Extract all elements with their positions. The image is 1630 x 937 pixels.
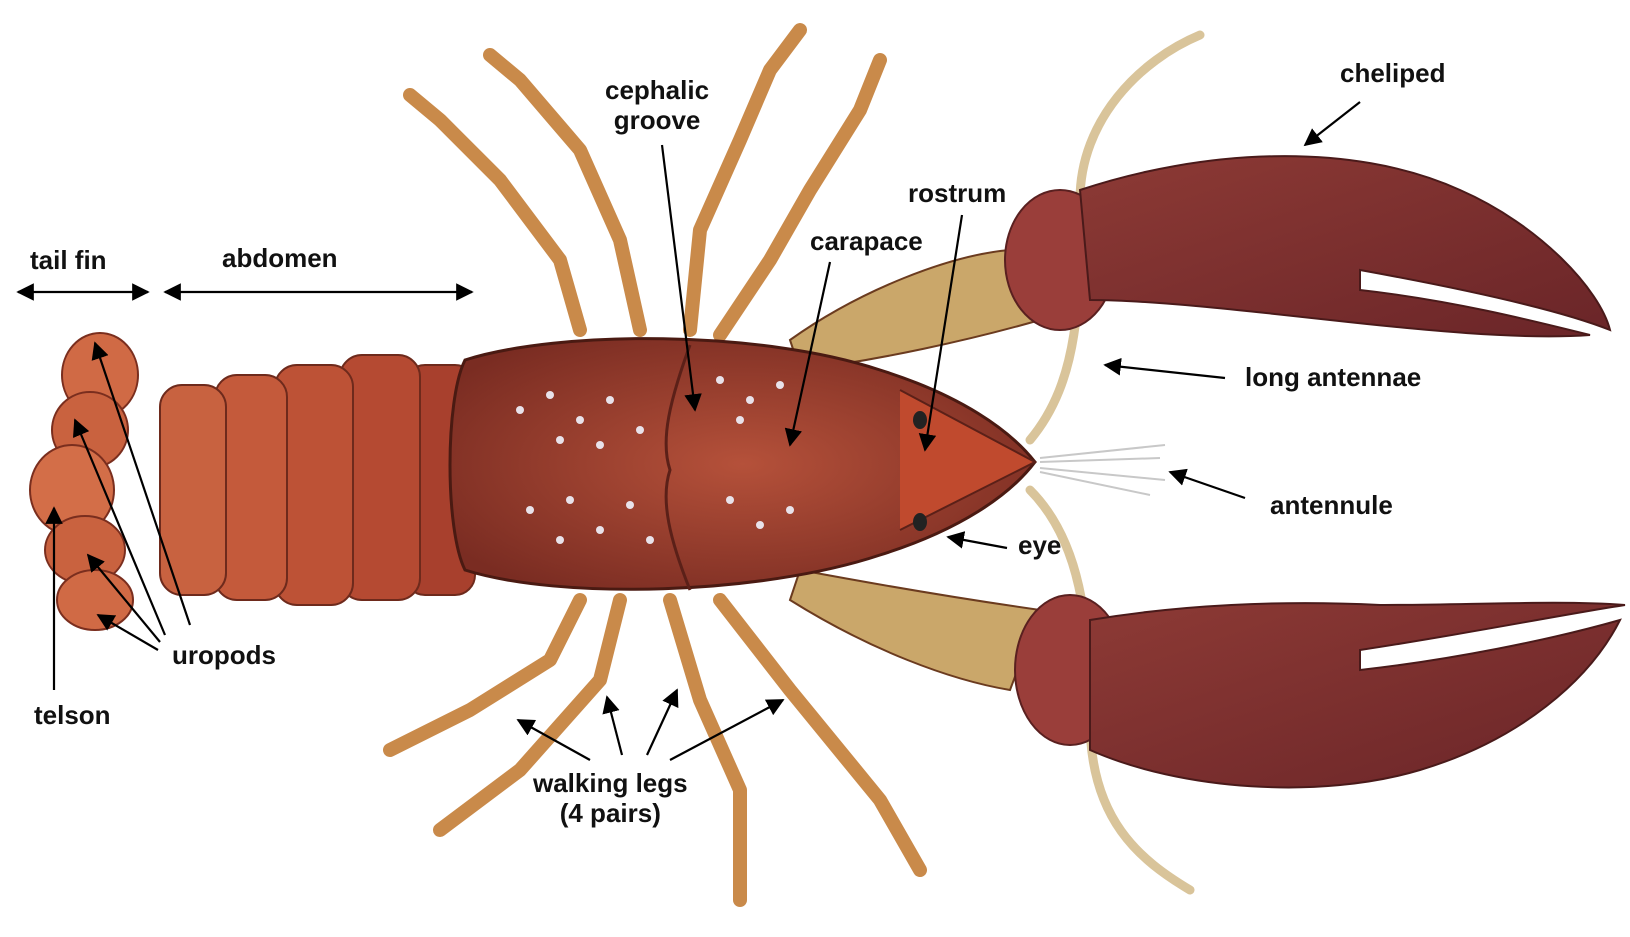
- label-cephalic-groove-line1: cephalic: [605, 75, 709, 105]
- label-walking-legs-line1: walking legs: [533, 768, 688, 798]
- cheliped-lower: [790, 570, 1625, 787]
- label-walking-legs: walking legs (4 pairs): [533, 768, 688, 828]
- label-cephalic-groove: cephalic groove: [605, 75, 709, 135]
- eye-arrow: [948, 537, 1007, 548]
- label-tail-fin: tail fin: [30, 245, 107, 275]
- label-telson: telson: [34, 700, 111, 730]
- eye-upper: [913, 411, 927, 429]
- walking-leg-arrow-3: [647, 690, 677, 755]
- cheliped-arrow: [1305, 102, 1360, 145]
- long-antennae-arrow: [1105, 365, 1225, 378]
- eye-lower: [913, 513, 927, 531]
- walking-leg-arrow-2: [607, 697, 622, 755]
- walking-legs-lower: [390, 600, 920, 900]
- abdomen: [160, 355, 475, 605]
- label-uropods: uropods: [172, 640, 276, 670]
- label-rostrum: rostrum: [908, 178, 1006, 208]
- tail-fin: [30, 333, 138, 630]
- antennule-arrow: [1170, 472, 1245, 498]
- label-cheliped: cheliped: [1340, 58, 1445, 88]
- uropod-arrow-4: [98, 615, 158, 650]
- label-abdomen: abdomen: [222, 243, 338, 273]
- antennules: [1040, 445, 1165, 495]
- label-walking-legs-line2: (4 pairs): [533, 798, 688, 828]
- carapace: [450, 339, 1035, 590]
- label-eye: eye: [1018, 530, 1061, 560]
- label-cephalic-groove-line2: groove: [605, 105, 709, 135]
- label-carapace: carapace: [810, 226, 923, 256]
- label-long-antennae: long antennae: [1245, 362, 1421, 392]
- label-antennule: antennule: [1270, 490, 1393, 520]
